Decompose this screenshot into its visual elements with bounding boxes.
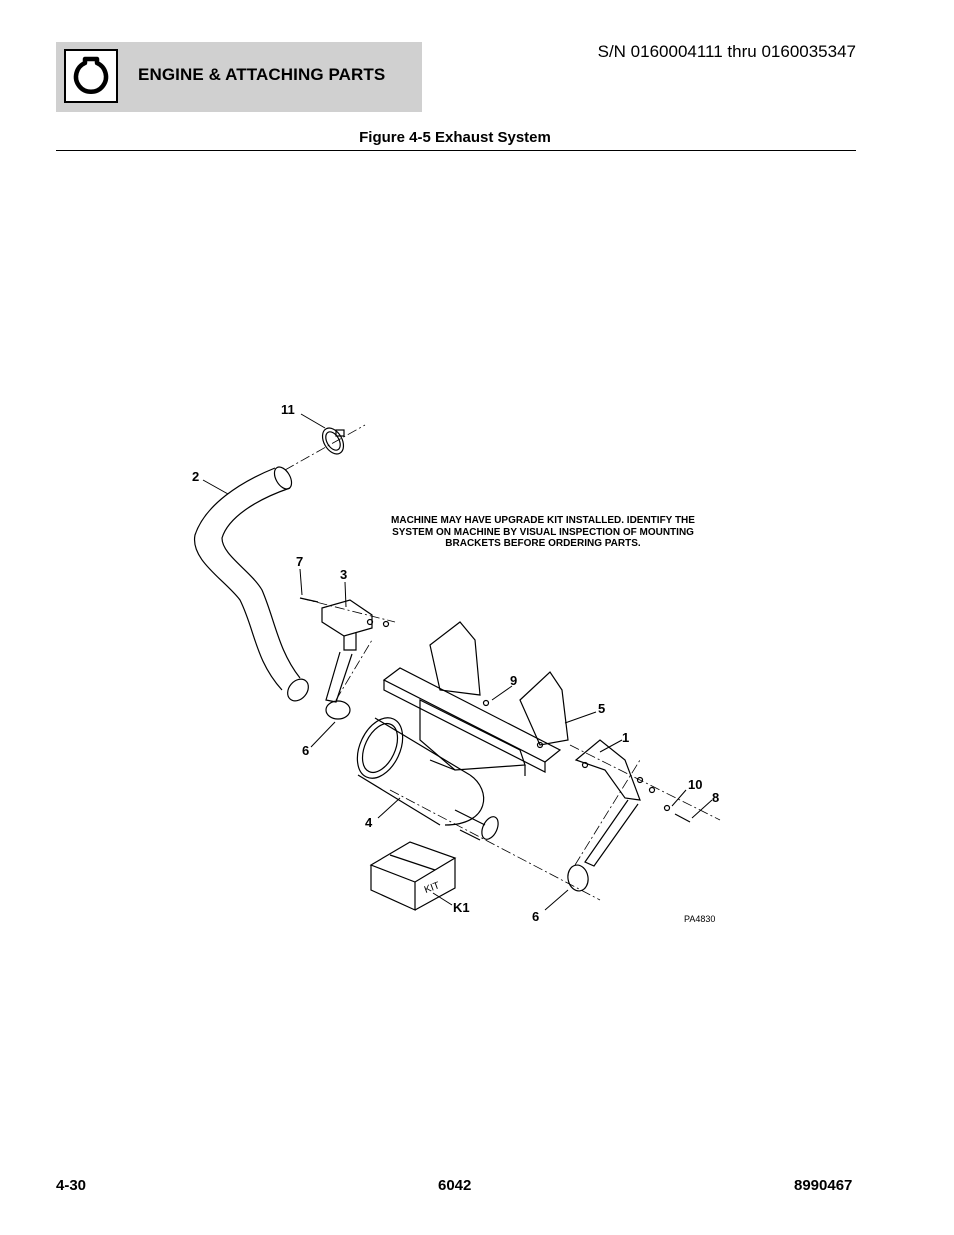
callout-11: 11 (281, 402, 295, 417)
kit-box-label: KIT (423, 880, 441, 896)
callout-9: 9 (510, 673, 518, 688)
callout-5: 5 (598, 701, 606, 716)
clamp-top (321, 427, 345, 455)
upper-bracket (321, 599, 373, 637)
mounting-frame (382, 621, 569, 776)
callout-4: 4 (365, 815, 373, 830)
callout-3: 3 (340, 567, 348, 582)
callout-1: 1 (622, 730, 630, 745)
serial-number-range: S/N 0160004111 thru 0160035347 (597, 42, 856, 61)
callout-7: 7 (296, 554, 304, 569)
callout-2: 2 (192, 469, 200, 484)
clamp-left (325, 700, 351, 720)
page-number: 4-30 (56, 1177, 87, 1194)
section-title: ENGINE & ATTACHING PARTS (138, 65, 386, 84)
callout-6-lower: 6 (532, 909, 540, 924)
header-rule (56, 150, 856, 151)
muffler (356, 717, 499, 841)
callout-10: 10 (688, 777, 703, 792)
engine-icon (64, 49, 118, 103)
lower-bracket (574, 739, 641, 801)
figure-title: Figure 4-5 Exhaust System (359, 129, 551, 146)
tail-pipe (194, 466, 309, 702)
kit-box (369, 841, 457, 911)
callout-8: 8 (712, 790, 720, 805)
manual-number: 8990467 (794, 1177, 853, 1194)
callout-k1: K1 (453, 900, 470, 915)
callout-6-upper: 6 (302, 743, 310, 758)
figure-reference-code: PA4830 (684, 914, 716, 924)
upgrade-kit-note: MACHINE MAY HAVE UPGRADE KIT INSTALLED. … (391, 515, 695, 549)
clamp-right (567, 864, 589, 892)
model-number: 6042 (438, 1177, 472, 1194)
